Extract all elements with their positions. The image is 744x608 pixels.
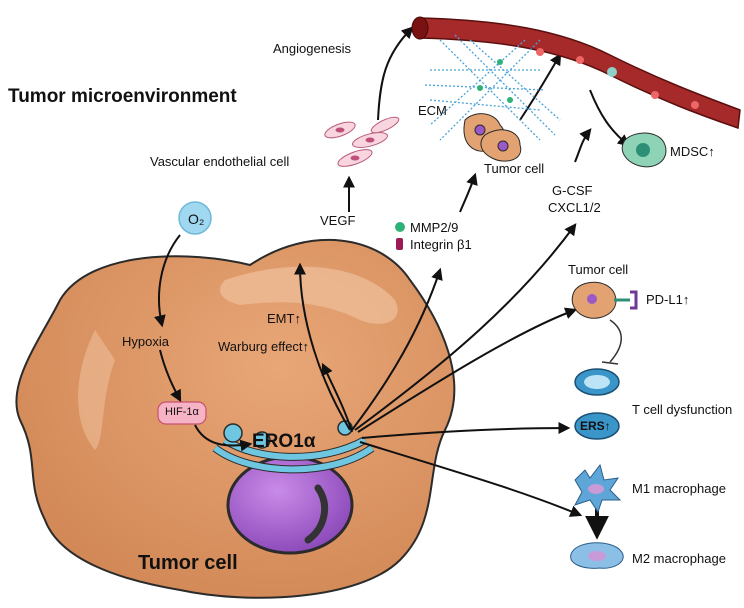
- arrow-ero-vegf: [294, 262, 351, 431]
- m1-macrophage-label: M1 macrophage: [632, 481, 726, 496]
- arrow-ecm-vessel: [519, 52, 562, 121]
- arrow-vascular-vessel: [377, 26, 414, 121]
- arrow-ero-emt: [321, 362, 353, 433]
- arrow-ero-tumor-pdl1: [357, 307, 578, 433]
- nucleolus: [304, 484, 329, 544]
- m1-macrophage-cell: [573, 463, 622, 514]
- emt-label: EMT↑: [267, 311, 301, 326]
- arrow-ero-m1: [359, 441, 583, 517]
- mdsc-label: MDSC↑: [670, 144, 715, 159]
- ecm-label: ECM: [418, 103, 447, 118]
- cell-highlight: [220, 266, 398, 324]
- mdsc-cell: [621, 132, 667, 168]
- arrow-hif-ero: [194, 424, 253, 452]
- t-cell-dysfunction-label: T cell dysfunction: [632, 402, 733, 417]
- page-title: Tumor microenvironment: [8, 86, 237, 107]
- integrin-mark: [396, 238, 403, 250]
- mmp-dot: [395, 222, 405, 232]
- oxygen-circle: [178, 201, 212, 235]
- blood-vessel: [411, 16, 741, 130]
- m2-macrophage-label: M2 macrophage: [632, 551, 726, 566]
- hif-label: HIF-1α: [165, 406, 199, 418]
- endothelial-cells: [324, 116, 400, 167]
- gcsf-label: G-CSF: [552, 183, 593, 198]
- ecm-tumor-cells: [463, 113, 522, 162]
- hif-box: [157, 401, 207, 425]
- arrow-mmp-ecm: [459, 172, 478, 213]
- tumor-cell-main-label: Tumor cell: [138, 552, 238, 574]
- inhibition-bar: [601, 361, 619, 365]
- angiogenesis-label: Angiogenesis: [273, 41, 352, 56]
- hypoxia-label: Hypoxia: [122, 334, 169, 349]
- vegf-label: VEGF: [320, 213, 356, 228]
- ero1a-label: ERO1α: [252, 431, 316, 452]
- integrin-label: Integrin β1: [410, 237, 472, 252]
- warburg-label: Warburg effect↑: [218, 339, 310, 354]
- cell-highlight-left: [78, 330, 115, 450]
- tumor-cell-pdl1-label: Tumor cell: [568, 262, 629, 277]
- ecm-mesh: [424, 34, 561, 141]
- arrow-gcsf-vessel: [574, 128, 592, 163]
- pdl1-label: PD-L1↑: [646, 292, 690, 307]
- arrow-ero-tcell: [361, 422, 571, 439]
- t-cell-top-nucleus: [584, 375, 610, 389]
- arrow-hypoxia-hif: [159, 349, 182, 403]
- arrow-o2-hypoxia: [153, 234, 181, 328]
- inhibition-pdl1-tcell: [609, 319, 622, 363]
- arrow-ero-mmp: [351, 267, 443, 431]
- mmp-label: MMP2/9: [410, 220, 459, 235]
- pdl1-tumor-cell: [571, 281, 638, 319]
- vascular-endothelial-label: Vascular endothelial cell: [150, 154, 290, 169]
- t-cell-ers: [574, 412, 620, 440]
- m2-macrophage-cell: [570, 542, 624, 569]
- arrow-ero-cxcl: [354, 223, 577, 431]
- cxcl-label: CXCL1/2: [548, 200, 601, 215]
- endoplasmic-reticulum: [212, 420, 375, 474]
- arrow-vessel-mdsc: [589, 89, 630, 147]
- tumor-cell-ecm-label: Tumor cell: [484, 161, 545, 176]
- oxygen-label: O₂: [188, 211, 205, 227]
- ers-label: ERS↑: [580, 419, 611, 433]
